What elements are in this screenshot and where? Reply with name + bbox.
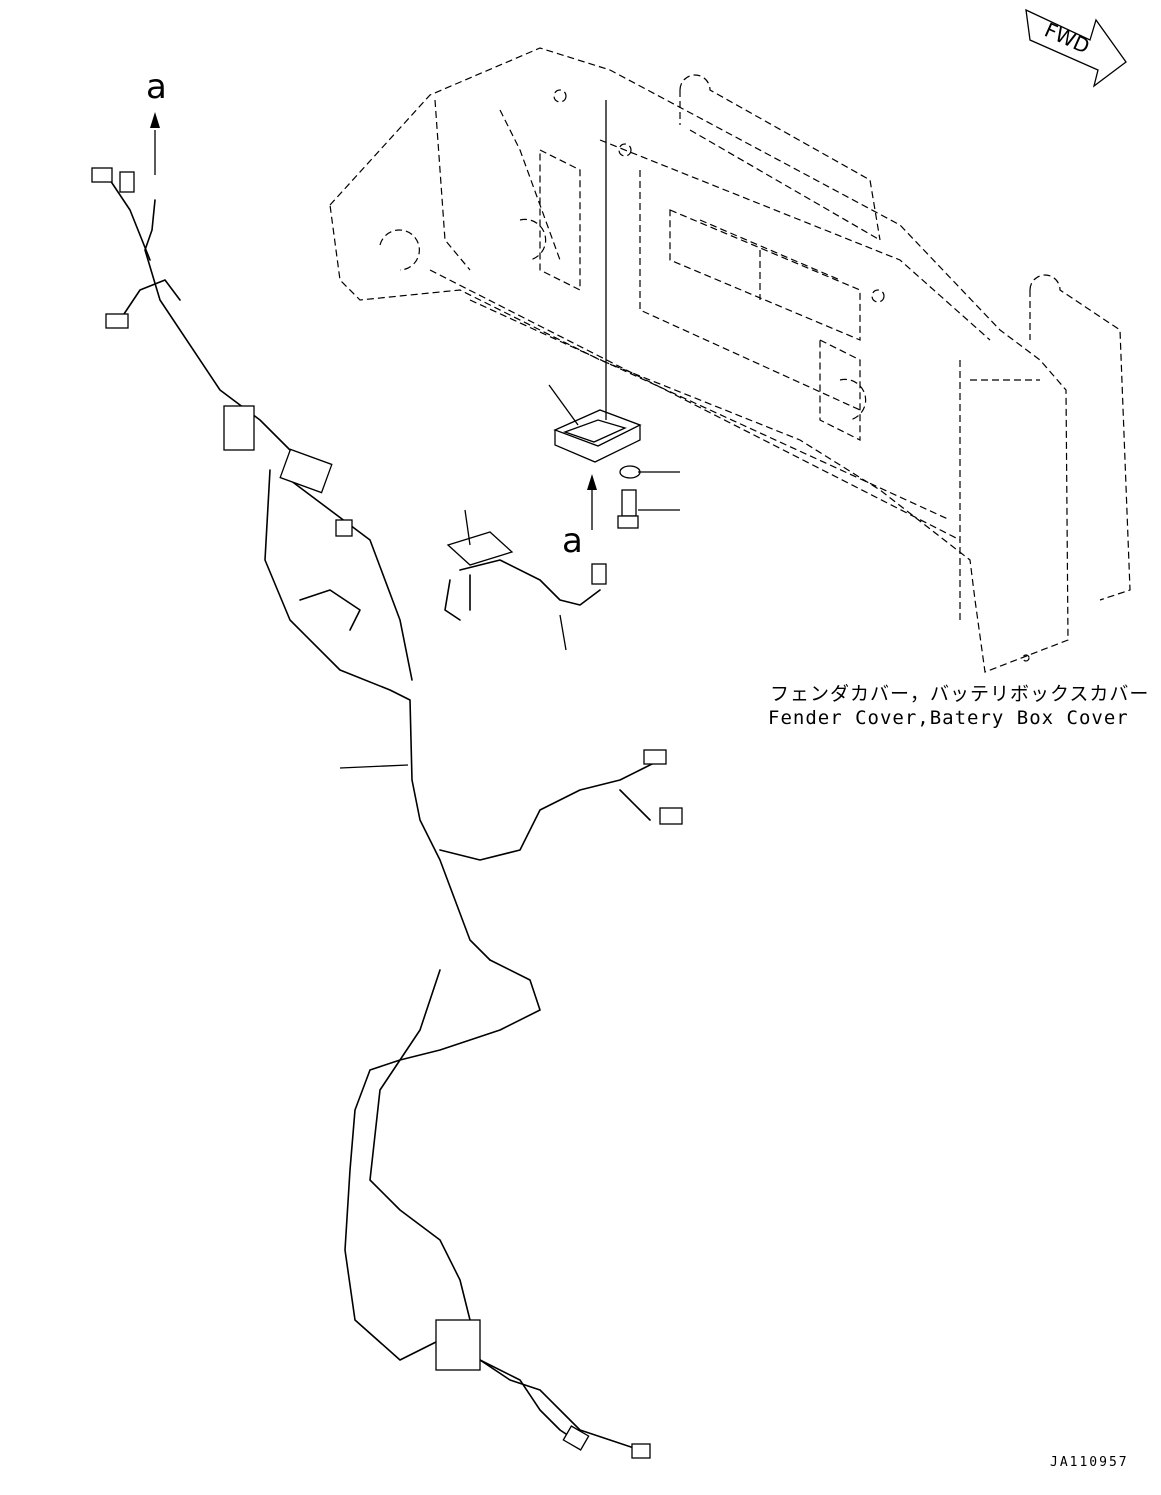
relay-harness — [444, 531, 607, 621]
fwd-label: FWD — [1041, 18, 1093, 59]
fender-cover-outline — [329, 47, 1131, 673]
caption-english: Fender Cover,Batery Box Cover — [768, 707, 1129, 729]
reference-mark-a-middle: a — [562, 521, 583, 561]
fwd-direction-marker: FWD — [1025, 8, 1127, 88]
harness-connectors — [91, 167, 683, 1459]
reference-mark-a-top: a — [146, 67, 167, 107]
wiring-harness — [109, 179, 661, 1451]
caption-japanese: フェンダカバー，バッテリボックスカバー — [770, 683, 1150, 705]
reference-arrows — [150, 112, 597, 530]
bracket-assembly — [553, 100, 642, 529]
drawing-number: JA110957 — [1050, 1455, 1129, 1470]
leader-lines — [339, 384, 680, 769]
